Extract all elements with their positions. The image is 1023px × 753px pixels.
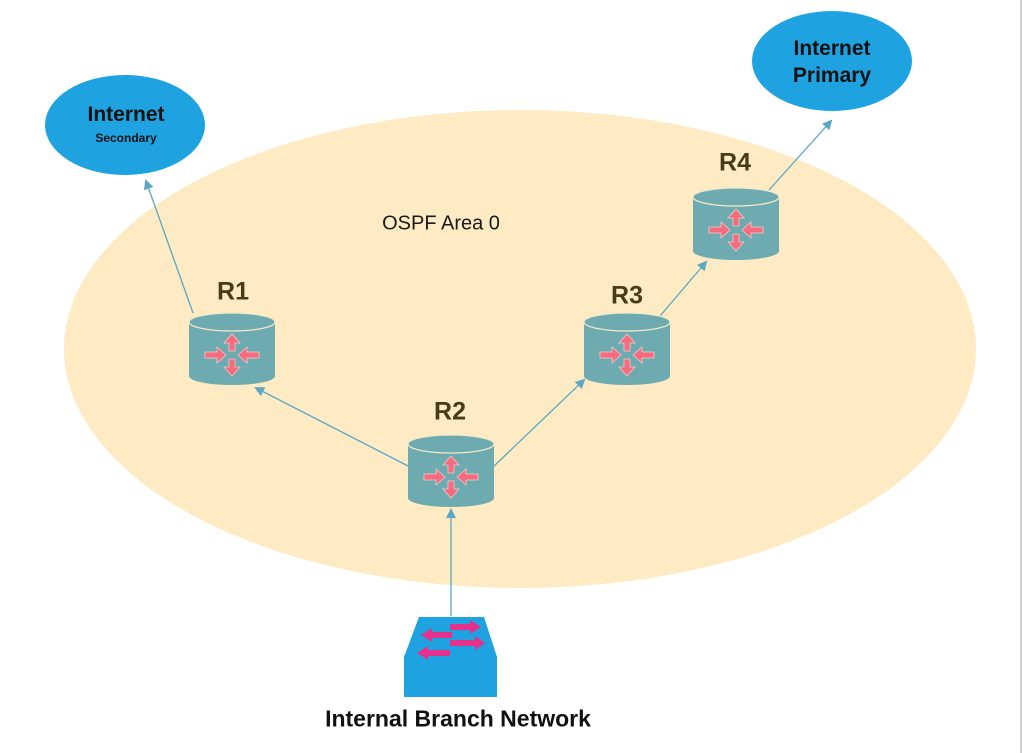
internet-secondary-title: Internet xyxy=(87,103,165,126)
router-r4-icon[interactable] xyxy=(692,187,780,261)
link-r3-r4 xyxy=(659,260,708,317)
internet-primary-subtitle: Primary xyxy=(792,64,872,87)
router-r3-icon[interactable] xyxy=(583,312,671,386)
link-r4-internet-primary xyxy=(768,119,833,191)
router-r1-label: R1 xyxy=(217,277,249,306)
cloud-internet-primary[interactable] xyxy=(752,11,912,111)
internet-primary-title: Internet xyxy=(793,37,871,60)
page-edge-rule xyxy=(1020,0,1022,753)
internal-branch-network-label: Internal Branch Network xyxy=(325,705,591,732)
cloud-internet-secondary[interactable] xyxy=(45,75,205,175)
link-r2-r1 xyxy=(254,387,411,468)
router-r4-label: R4 xyxy=(719,148,751,177)
switch-icon[interactable] xyxy=(404,617,497,697)
link-r2-r3 xyxy=(492,378,586,468)
internet-secondary-subtitle: Secondary xyxy=(95,131,157,145)
link-r1-internet-secondary xyxy=(143,179,194,314)
ospf-area-label: OSPF Area 0 xyxy=(382,212,500,235)
router-r3-label: R3 xyxy=(611,281,643,310)
router-r1-icon[interactable] xyxy=(188,312,276,386)
router-r2-icon[interactable] xyxy=(407,434,495,508)
router-r2-label: R2 xyxy=(434,397,466,426)
